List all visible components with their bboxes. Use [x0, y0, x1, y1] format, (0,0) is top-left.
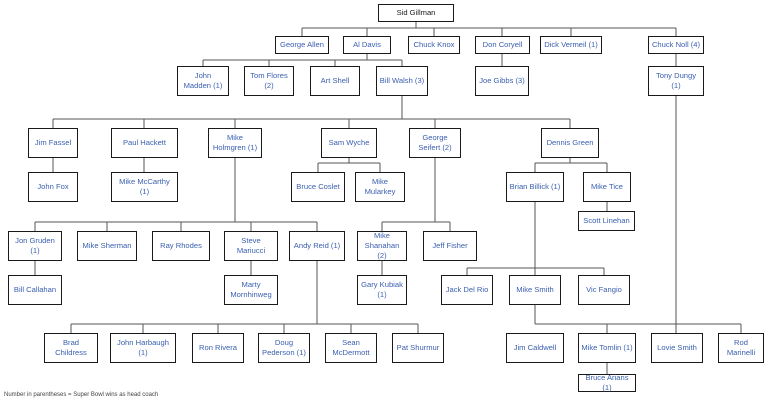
node-bill-callahan[interactable]: Bill Callahan [8, 275, 62, 305]
node-jon-gruden[interactable]: Jon Gruden (1) [8, 231, 62, 261]
node-mike-smith[interactable]: Mike Smith [509, 275, 561, 305]
node-sam-wyche[interactable]: Sam Wyche [321, 128, 377, 158]
node-doug-pederson[interactable]: Doug Pederson (1) [258, 333, 310, 363]
node-dick-vermeil[interactable]: Dick Vermeil (1) [540, 36, 602, 54]
node-sid-gillman[interactable]: Sid Gillman [378, 4, 454, 22]
node-tony-dungy[interactable]: Tony Dungy (1) [648, 66, 704, 96]
node-lovie-smith[interactable]: Lovie Smith [651, 333, 703, 363]
node-jeff-fisher[interactable]: Jeff Fisher [423, 231, 477, 261]
node-dennis-green[interactable]: Dennis Green [541, 128, 599, 158]
node-ray-rhodes[interactable]: Ray Rhodes [152, 231, 210, 261]
node-scott-linehan[interactable]: Scott Linehan [578, 211, 635, 231]
node-mike-shanahan[interactable]: Mike Shanahan (2) [357, 231, 407, 261]
node-vic-fangio[interactable]: Vic Fangio [578, 275, 630, 305]
node-chuck-noll[interactable]: Chuck Noll (4) [648, 36, 704, 54]
node-brad-childress[interactable]: Brad Childress [44, 333, 98, 363]
node-paul-hackett[interactable]: Paul Hackett [111, 128, 178, 158]
node-gary-kubiak[interactable]: Gary Kubiak (1) [357, 275, 407, 305]
node-pat-shurmur[interactable]: Pat Shurmur [392, 333, 444, 363]
node-bill-walsh[interactable]: Bill Walsh (3) [376, 66, 428, 96]
node-art-shell[interactable]: Art Shell [310, 66, 360, 96]
node-rod-marinelli[interactable]: Rod Marinelli [718, 333, 764, 363]
node-joe-gibbs[interactable]: Joe Gibbs (3) [475, 66, 529, 96]
node-george-allen[interactable]: George Allen [275, 36, 329, 54]
node-al-davis[interactable]: Al Davis [343, 36, 391, 54]
footnote: Number in parentheses = Super Bowl wins … [4, 392, 159, 398]
node-don-coryell[interactable]: Don Coryell [475, 36, 530, 54]
node-jack-del-rio[interactable]: Jack Del Rio [441, 275, 493, 305]
node-marty-mornhinweg[interactable]: Marty Mornhinweg [224, 275, 278, 305]
node-sean-mcdermott[interactable]: Sean McDermott [325, 333, 377, 363]
node-john-fox[interactable]: John Fox [28, 172, 78, 202]
node-bruce-arians[interactable]: Bruce Arians (1) [578, 373, 636, 392]
node-bruce-coslet[interactable]: Bruce Coslet [291, 172, 345, 202]
node-jim-fassel[interactable]: Jim Fassel [28, 128, 78, 158]
node-mike-tomlin[interactable]: Mike Tomlin (1) [578, 333, 636, 363]
node-mike-sherman[interactable]: Mike Sherman [77, 231, 137, 261]
node-tom-flores[interactable]: Tom Flores (2) [244, 66, 294, 96]
node-ron-rivera[interactable]: Ron Rivera [192, 333, 244, 363]
node-mike-mccarthy[interactable]: Mike McCarthy (1) [111, 172, 178, 202]
node-george-seifert[interactable]: George Seifert (2) [409, 128, 461, 158]
node-andy-reid[interactable]: Andy Reid (1) [289, 231, 345, 261]
node-mike-holmgren[interactable]: Mike Holmgren (1) [208, 128, 262, 158]
node-chuck-knox[interactable]: Chuck Knox [408, 36, 460, 54]
node-mike-tice[interactable]: Mike Tice [583, 172, 631, 202]
node-jim-caldwell[interactable]: Jim Caldwell [506, 333, 564, 363]
node-brian-billick[interactable]: Brian Billick (1) [506, 172, 564, 202]
node-steve-mariucci[interactable]: Steve Mariucci [224, 231, 278, 261]
node-john-harbaugh[interactable]: John Harbaugh (1) [110, 333, 176, 363]
node-john-madden[interactable]: John Madden (1) [177, 66, 229, 96]
node-mike-mularkey[interactable]: Mike Mularkey [355, 172, 405, 202]
